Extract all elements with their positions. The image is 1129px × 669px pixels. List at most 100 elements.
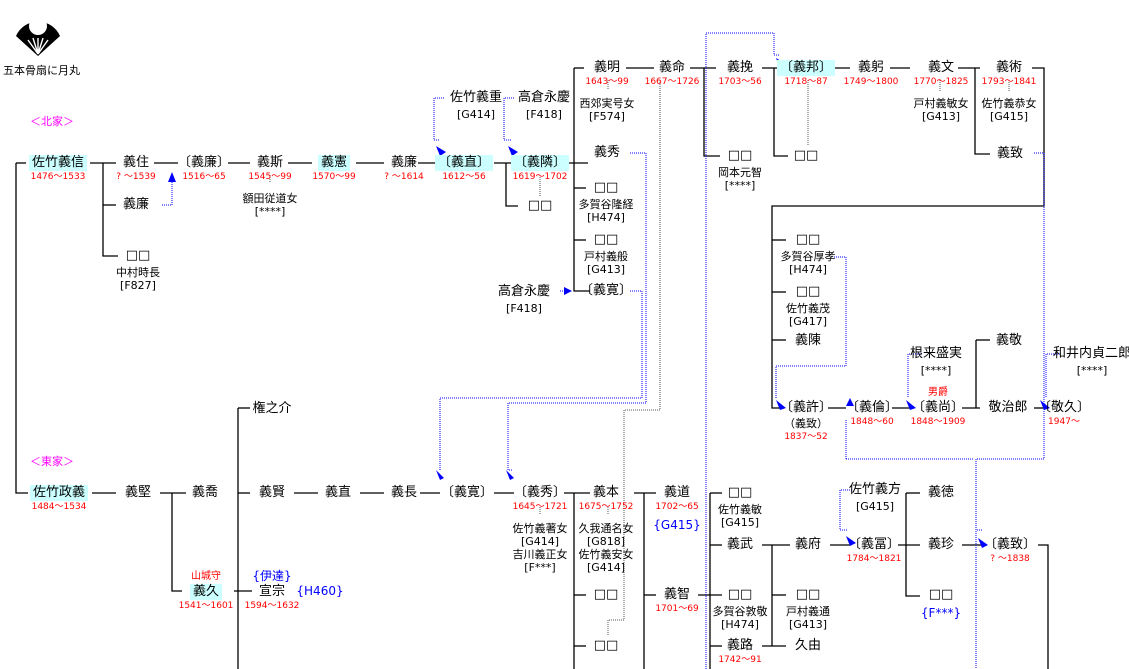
person-name[interactable]: 義路 [726, 638, 754, 653]
family-ref-code[interactable]: {H460} [296, 584, 344, 598]
person-name[interactable]: □□ [593, 638, 619, 653]
reference-code[interactable]: [****] [920, 364, 952, 377]
person-name[interactable]: □□ [727, 587, 753, 602]
section-east-label: ＜東家＞ [30, 455, 74, 468]
adoption-links [162, 32, 1060, 669]
person-name[interactable]: 敬治郎 [988, 400, 1028, 415]
person-name[interactable]: 〔義寛〕 [440, 485, 494, 500]
person-name[interactable]: 久由 [794, 638, 822, 653]
lineage-lines [15, 67, 1049, 669]
person-name[interactable]: 〔義寛〕 [579, 283, 633, 298]
person-name[interactable]: 義敬 [995, 333, 1023, 348]
person-name[interactable]: 〔義許〕 [779, 400, 833, 415]
person-name[interactable]: 義府 [794, 537, 822, 552]
person-name[interactable]: 根来盛実 [909, 346, 963, 361]
reference-code[interactable]: [G414] [586, 561, 626, 574]
person-name[interactable]: 義明 [593, 60, 621, 75]
reference-code[interactable]: [H474] [721, 618, 759, 631]
person-name[interactable]: 佐竹義信 [28, 155, 88, 171]
person-name[interactable]: □□ [727, 485, 753, 500]
reference-code[interactable]: [G818] [586, 535, 626, 548]
person-name[interactable]: 義陳 [794, 333, 822, 348]
reference-code[interactable]: [F418] [506, 302, 542, 315]
person-name[interactable]: 〔義隣〕 [510, 155, 570, 171]
person-name[interactable]: 佐竹義方 [848, 482, 902, 497]
reference-code[interactable]: [****] [1076, 364, 1108, 377]
person-name[interactable]: 佐竹政義 [29, 485, 89, 501]
person-name[interactable]: 義武 [726, 537, 754, 552]
person-name[interactable]: □□ [795, 587, 821, 602]
person-name[interactable]: □□ [125, 248, 151, 263]
person-name[interactable]: 義躬 [857, 60, 885, 75]
person-name[interactable]: 和井内貞二郎 [1052, 346, 1129, 361]
person-name[interactable]: 高倉永慶 [497, 284, 551, 299]
reference-code[interactable]: [G413] [586, 263, 626, 276]
person-name[interactable]: □□ [795, 284, 821, 299]
person-name[interactable]: 義命 [658, 60, 686, 75]
person-name[interactable]: 義文 [927, 60, 955, 75]
person-name[interactable]: 義智 [663, 587, 691, 602]
life-dates: 1848〜60 [850, 417, 894, 427]
person-name[interactable]: 〔義倫〕 [845, 400, 899, 415]
person-name[interactable]: 義廉 [390, 155, 418, 170]
person-name[interactable]: □□ [727, 148, 753, 163]
person-name[interactable]: 義致 [996, 146, 1024, 161]
family-ref-code[interactable]: {F***} [920, 606, 962, 620]
reference-code[interactable]: [G413] [921, 110, 961, 123]
person-name[interactable]: 義久 [189, 584, 223, 600]
person-name[interactable]: 義賢 [258, 485, 286, 500]
person-name[interactable]: 義徳 [927, 485, 955, 500]
person-name[interactable]: 義長 [390, 485, 418, 500]
reference-code[interactable]: [G414] [520, 535, 560, 548]
reference-code[interactable]: [F418] [526, 108, 562, 121]
reference-code[interactable]: [****] [254, 205, 286, 218]
person-name[interactable]: 〔義尚〕 [911, 400, 965, 415]
person-name[interactable]: 義本 [592, 485, 620, 500]
life-dates: 1749〜1800 [843, 77, 899, 87]
person-name[interactable]: 義喬 [191, 485, 219, 500]
person-name[interactable]: 〔義致〕 [983, 537, 1037, 552]
reference-code[interactable]: [G413] [788, 618, 828, 631]
person-name[interactable]: 義斯 [256, 155, 284, 170]
reference-code[interactable]: [F574] [589, 110, 625, 123]
person-name[interactable]: □□ [593, 587, 619, 602]
person-name[interactable]: 〔敬久〕 [1037, 400, 1091, 415]
person-name[interactable]: □□ [793, 148, 819, 163]
reference-code[interactable]: [H474] [789, 263, 827, 276]
person-name[interactable]: 義挽 [726, 60, 754, 75]
person-name[interactable]: 〔義直〕 [434, 155, 494, 171]
person-name[interactable]: 佐竹義重 [449, 90, 503, 105]
person-name[interactable]: 権之介 [252, 401, 292, 416]
person-name[interactable]: 義廉 [122, 197, 150, 212]
person-name[interactable]: 義術 [995, 60, 1023, 75]
person-name[interactable]: 義堅 [124, 485, 152, 500]
person-name[interactable]: 〔義廉〕 [177, 155, 231, 170]
family-ref-code[interactable]: {G415} [653, 518, 701, 532]
reference-code[interactable]: [G414] [456, 108, 496, 121]
person-name[interactable]: □□ [928, 587, 954, 602]
person-name[interactable]: 宣宗 [258, 584, 286, 599]
person-name[interactable]: □□ [527, 198, 553, 213]
person-name[interactable]: 〔義秀〕 [513, 485, 567, 500]
person-name[interactable]: □□ [593, 232, 619, 247]
person-name[interactable]: 義珍 [927, 537, 955, 552]
person-name[interactable]: 高倉永慶 [517, 90, 571, 105]
reference-code[interactable]: [G415] [855, 500, 895, 513]
person-name[interactable]: 〔義邦〕 [776, 60, 836, 76]
reference-code[interactable]: [G417] [788, 315, 828, 328]
person-name[interactable]: 義直 [324, 485, 352, 500]
reference-code[interactable]: [G415] [720, 516, 760, 529]
person-name[interactable]: 義住 [122, 155, 150, 170]
person-name[interactable]: □□ [795, 232, 821, 247]
person-name[interactable]: 〔義冨〕 [847, 537, 901, 552]
reference-code[interactable]: [****] [724, 179, 756, 192]
reference-code[interactable]: [H474] [587, 211, 625, 224]
person-name[interactable]: 義道 [663, 485, 691, 500]
reference-code[interactable]: [F***] [524, 561, 556, 574]
person-name[interactable]: □□ [593, 180, 619, 195]
person-name[interactable]: 義憲 [317, 155, 351, 171]
reference-code[interactable]: [F827] [120, 279, 156, 292]
person-name[interactable]: 義秀 [593, 145, 621, 160]
reference-code[interactable]: [G415] [989, 110, 1029, 123]
